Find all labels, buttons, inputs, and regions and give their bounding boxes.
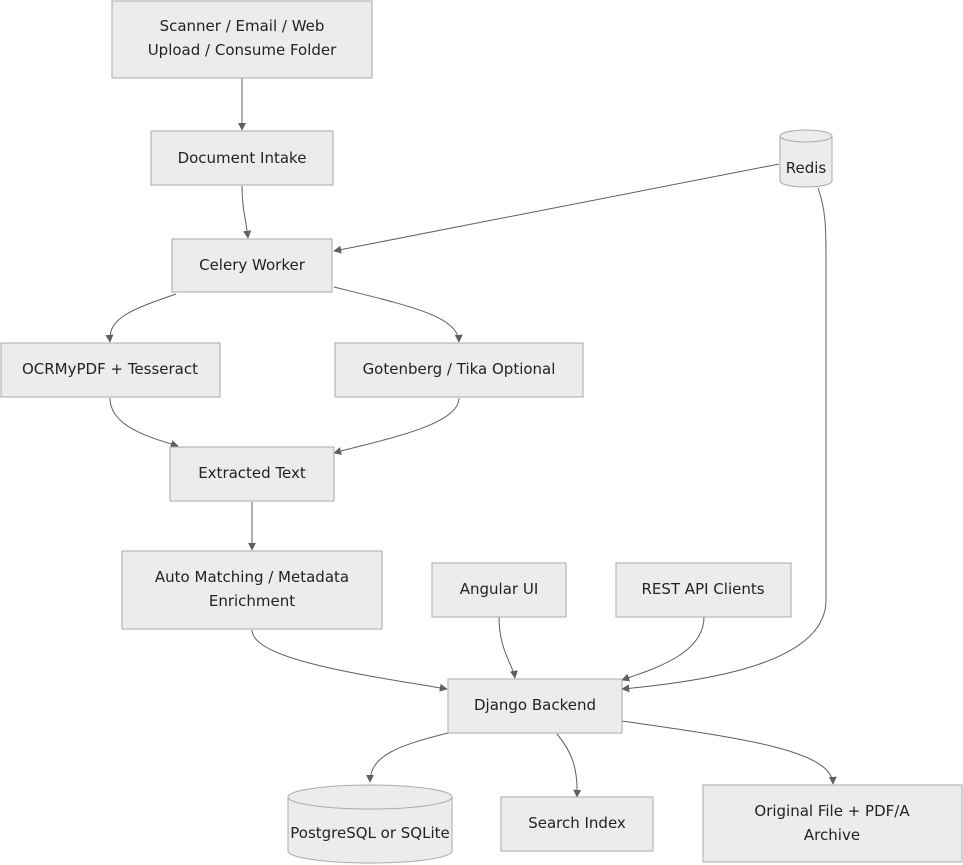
edge-rest-api-to-django: [621, 616, 705, 682]
node-document-intake-label: Document Intake: [178, 149, 307, 167]
node-intake-sources-line2: Upload / Consume Folder: [148, 41, 337, 59]
node-search-index: Search Index: [500, 796, 654, 852]
edge-ocr-to-extracted: [109, 397, 179, 448]
edge-document-intake-to-celery: [241, 185, 252, 239]
node-gotenberg: Gotenberg / Tika Optional: [334, 342, 584, 398]
node-search-index-label: Search Index: [528, 814, 626, 832]
node-rest-api: REST API Clients: [615, 562, 792, 618]
node-auto-matching-line2: Enrichment: [209, 592, 295, 610]
node-intake-sources-line1: Scanner / Email / Web: [160, 17, 325, 35]
edge-celery-to-ocr: [105, 293, 177, 343]
node-rest-api-label: REST API Clients: [641, 580, 764, 598]
node-document-intake: Document Intake: [150, 130, 334, 186]
node-ocr: OCRMyPDF + Tesseract: [0, 342, 221, 398]
edge-django-to-search: [556, 733, 582, 798]
node-database-label: PostgreSQL or SQLite: [290, 824, 450, 842]
edge-django-to-archive: [621, 720, 837, 785]
node-ocr-label: OCRMyPDF + Tesseract: [22, 360, 198, 378]
node-archive-line2: Archive: [804, 826, 860, 844]
node-archive: Original File + PDF/A Archive: [702, 784, 963, 863]
node-django-backend: Django Backend: [447, 678, 623, 734]
node-redis-label: Redis: [786, 159, 827, 177]
edge-redis-to-celery: [333, 163, 780, 254]
edge-auto-matching-to-django: [251, 629, 448, 692]
node-celery-worker-label: Celery Worker: [199, 256, 306, 274]
node-celery-worker: Celery Worker: [171, 238, 333, 293]
node-extracted-text-label: Extracted Text: [198, 464, 306, 482]
node-gotenberg-label: Gotenberg / Tika Optional: [363, 360, 556, 378]
edge-celery-to-gotenberg: [333, 286, 463, 343]
node-django-backend-label: Django Backend: [474, 696, 596, 714]
node-archive-line1: Original File + PDF/A: [754, 802, 910, 820]
edges: [105, 78, 837, 798]
node-angular-ui-label: Angular UI: [460, 580, 539, 598]
node-intake-sources: Scanner / Email / Web Upload / Consume F…: [111, 0, 373, 79]
edge-django-to-database: [366, 732, 449, 783]
edge-angular-to-django: [498, 616, 518, 679]
node-angular-ui: Angular UI: [431, 562, 567, 618]
node-extracted-text: Extracted Text: [169, 446, 335, 502]
node-database: PostgreSQL or SQLite: [287, 784, 453, 864]
node-auto-matching-line1: Auto Matching / Metadata: [155, 568, 349, 586]
edge-redis-to-django: [621, 187, 827, 693]
node-redis: Redis: [779, 129, 833, 188]
node-auto-matching: Auto Matching / Metadata Enrichment: [121, 550, 383, 630]
edge-gotenberg-to-extracted: [333, 397, 460, 455]
